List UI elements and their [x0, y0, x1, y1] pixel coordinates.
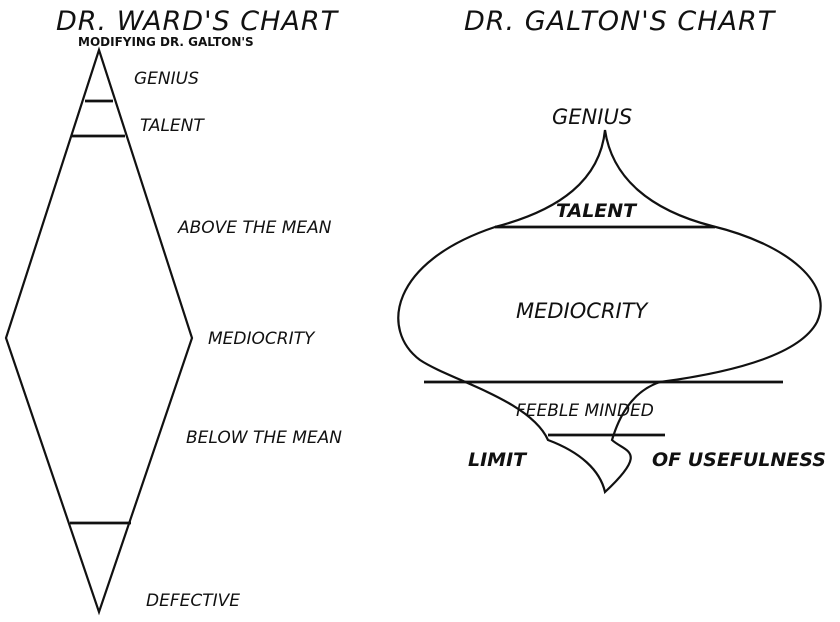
ward-diamond-outline [4, 46, 194, 616]
ward-genius-label: GENIUS [134, 69, 199, 89]
ward-chart-title: DR. WARD'S CHART [56, 6, 340, 37]
ward-mediocrity-label: MEDIOCRITY [208, 329, 316, 349]
galton-usefulness-label: OF USEFULNESS [652, 449, 826, 471]
galton-curve-outline [397, 129, 822, 495]
galton-limit-label: LIMIT [468, 449, 528, 471]
ward-chart-subtitle: MODIFYING DR. GALTON'S [78, 35, 254, 49]
galton-mediocrity-label: MEDIOCRITY [516, 299, 650, 323]
ward-talent-label: TALENT [140, 116, 205, 136]
ward-defective-label: DEFECTIVE [146, 591, 240, 611]
galton-talent-label: TALENT [556, 200, 638, 222]
galton-feeble-minded-label: FEEBLE MINDED [516, 401, 654, 421]
galton-chart-title: DR. GALTON'S CHART [464, 6, 777, 37]
ward-below-mean-label: BELOW THE MEAN [186, 428, 342, 448]
galton-chart: DR. GALTON'S CHART GENIUS TALENT MEDIOCR… [397, 6, 826, 495]
ward-above-mean-label: ABOVE THE MEAN [177, 218, 332, 238]
galton-genius-label: GENIUS [552, 105, 632, 129]
ward-chart: DR. WARD'S CHART MODIFYING DR. GALTON'S … [4, 6, 342, 616]
